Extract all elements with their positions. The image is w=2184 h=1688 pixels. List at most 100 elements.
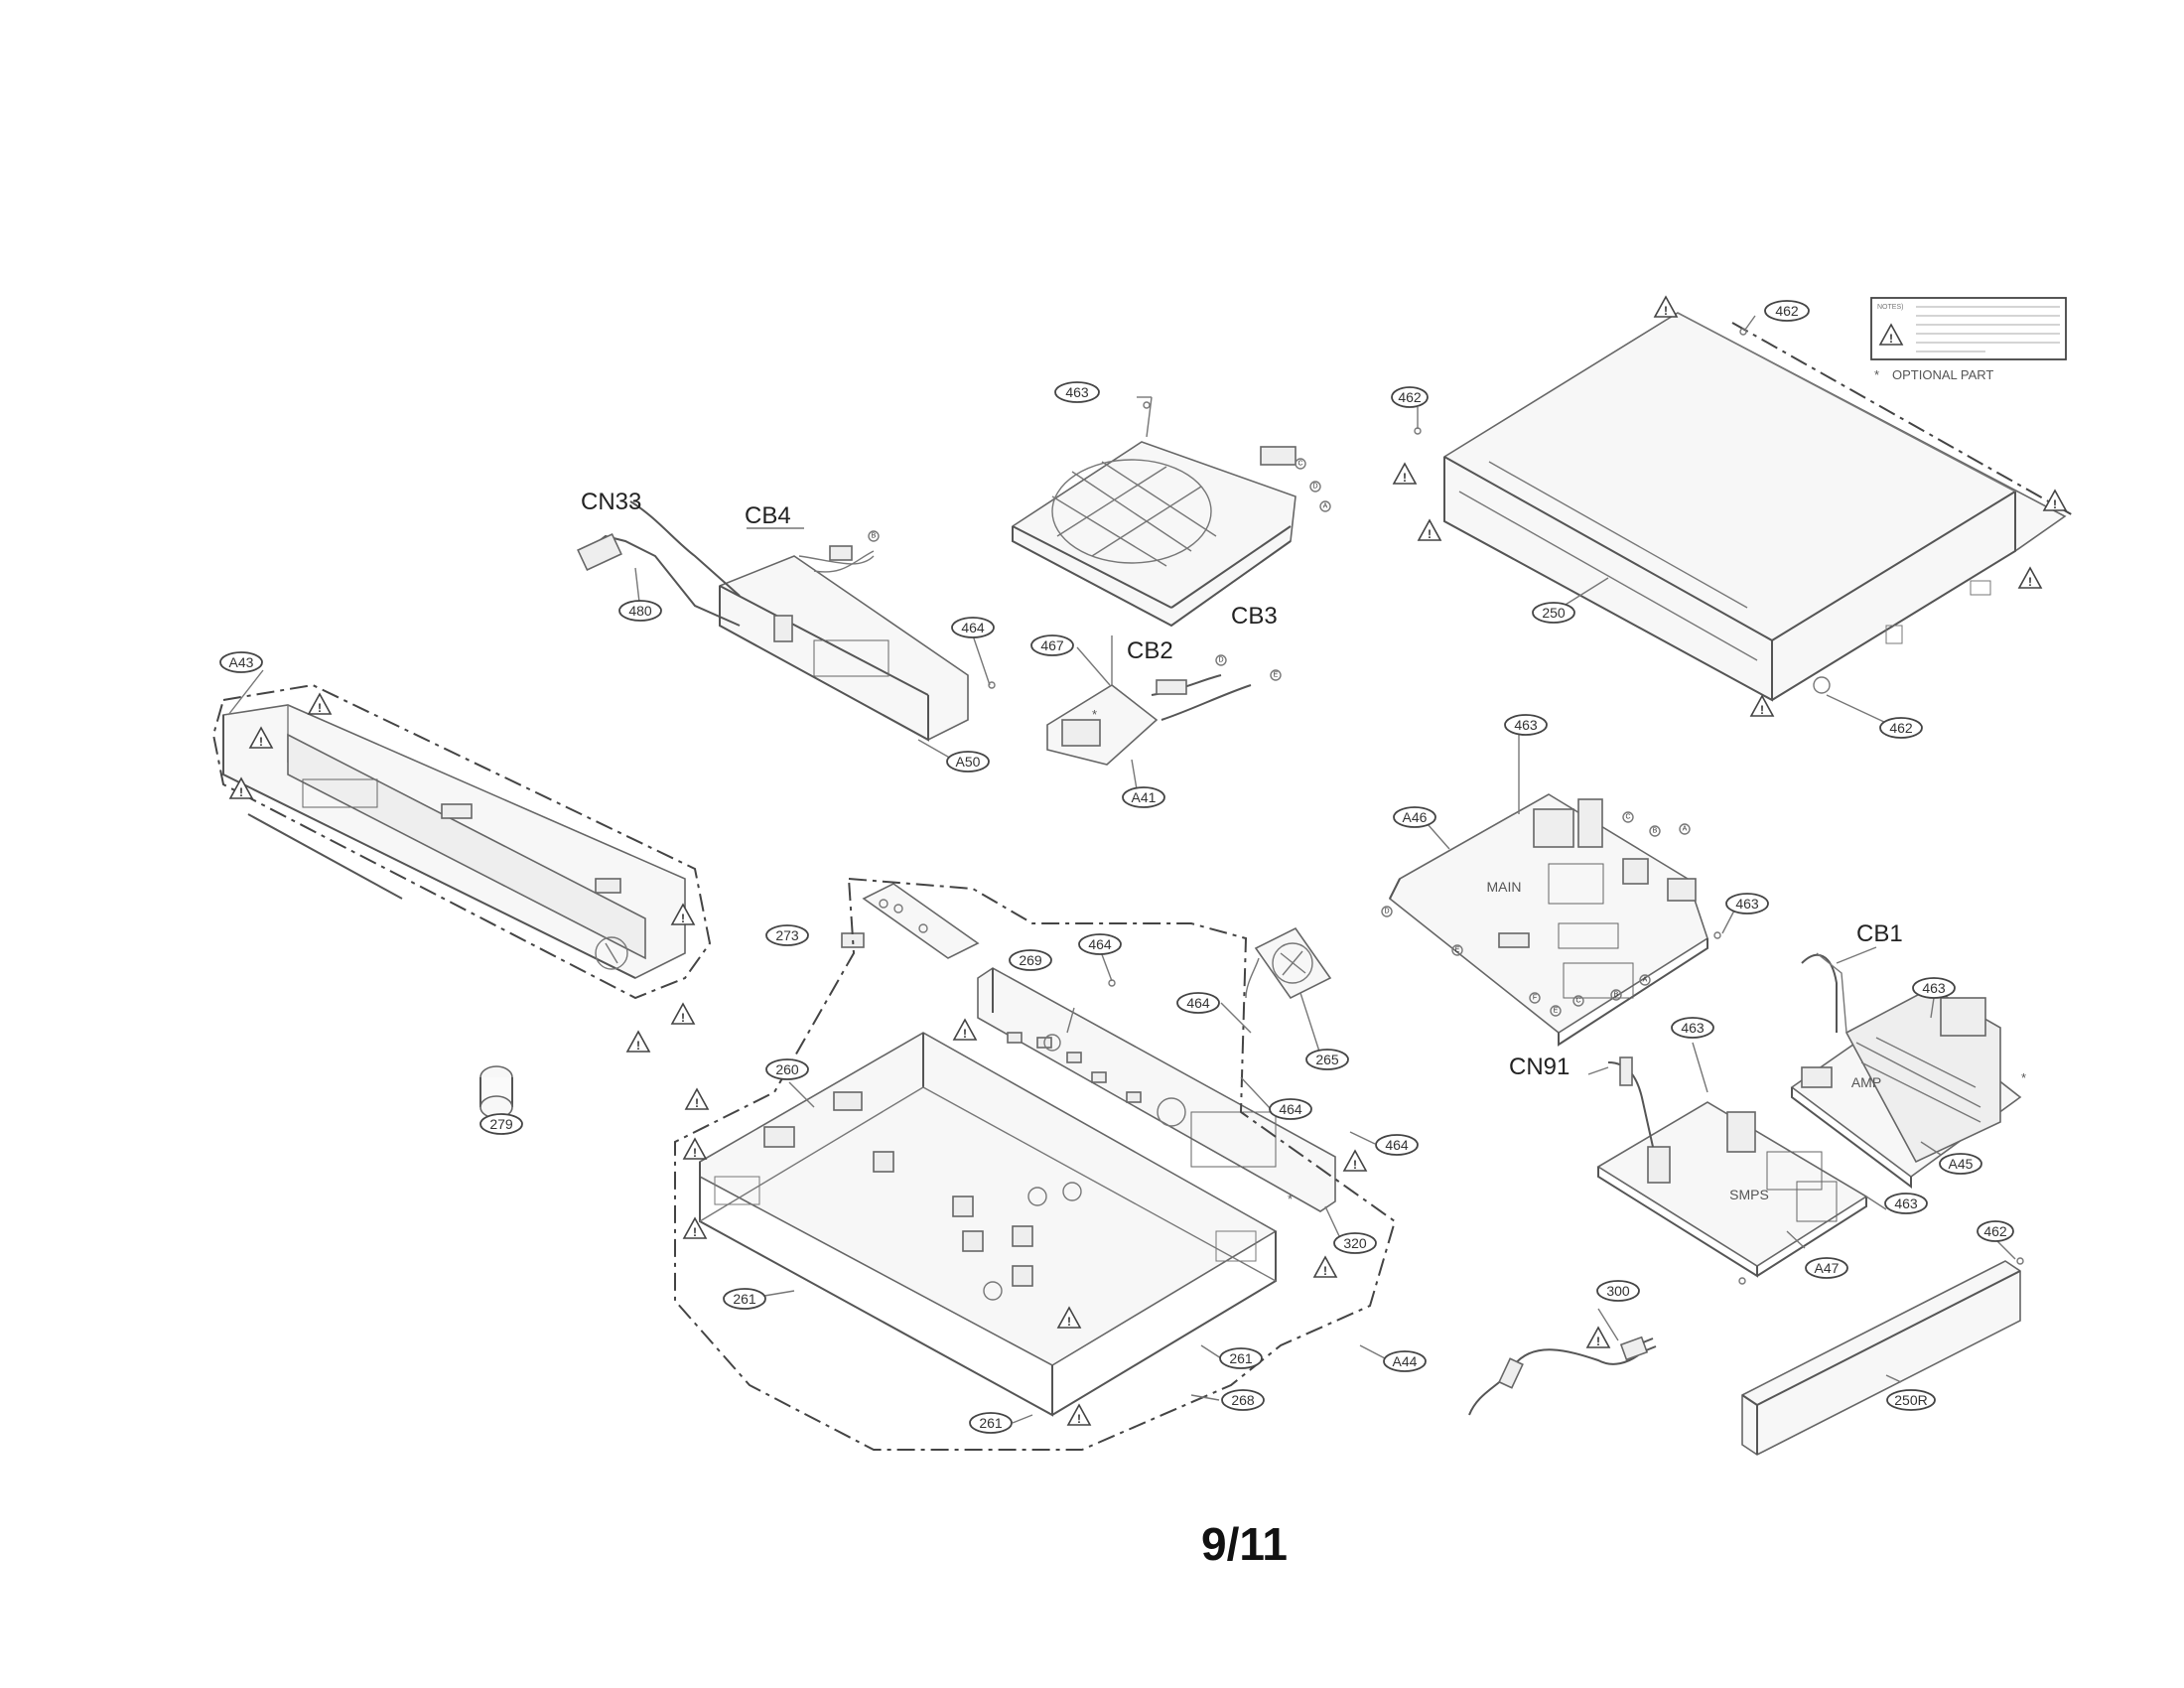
- warning-triangle-icon: [1067, 1404, 1091, 1427]
- svg-text:261: 261: [979, 1415, 1003, 1431]
- svg-text:261: 261: [1229, 1350, 1253, 1366]
- svg-text:464: 464: [1385, 1137, 1409, 1153]
- amp-board-label: AMP: [1851, 1074, 1881, 1090]
- svg-text:462: 462: [1775, 303, 1799, 319]
- svg-text:463: 463: [1922, 980, 1946, 996]
- part-tag: 462: [1977, 1220, 2014, 1242]
- warning-triangle-icon: [2018, 567, 2042, 590]
- label-cb3: CB3: [1231, 603, 1278, 630]
- connector-letter: E: [1554, 1008, 1559, 1015]
- knob-279: [479, 1065, 513, 1119]
- part-tag: 467: [1030, 634, 1074, 656]
- notes-box: NOTES) * OPTIONAL PART: [1870, 297, 2067, 382]
- connector-letter: A: [1683, 826, 1688, 833]
- part-tag: 260: [765, 1058, 809, 1080]
- part-tag: 279: [479, 1113, 523, 1135]
- part-tag: 464: [1176, 992, 1220, 1014]
- svg-text:463: 463: [1065, 384, 1089, 400]
- svg-text:300: 300: [1606, 1283, 1630, 1299]
- smps-board-a47: SMPS: [1596, 1056, 1868, 1278]
- part-tag: 462: [1391, 386, 1429, 408]
- part-tag: A43: [219, 651, 263, 673]
- svg-text:269: 269: [1019, 952, 1042, 968]
- dvd-loader: [1012, 441, 1297, 628]
- svg-text:467: 467: [1040, 637, 1064, 653]
- part-tag: 463: [1884, 1193, 1928, 1214]
- part-tag: A44: [1383, 1350, 1427, 1372]
- part-tag: 462: [1764, 300, 1810, 322]
- bracket-a50: [577, 500, 969, 742]
- optional-part-note: OPTIONAL PART: [1892, 367, 1993, 382]
- part-tag: 463: [1725, 893, 1769, 914]
- svg-text:320: 320: [1343, 1235, 1367, 1251]
- screw: [1739, 328, 1747, 336]
- power-plug-icon: [1619, 1336, 1657, 1361]
- page-number: 9/11: [1201, 1518, 1288, 1570]
- part-tag: 464: [1269, 1098, 1312, 1120]
- rear-panel-250r: [1741, 1260, 2021, 1456]
- part-tag: 261: [723, 1288, 766, 1310]
- connector-letter: B: [1614, 992, 1619, 999]
- svg-text:464: 464: [1088, 936, 1112, 952]
- warning-triangle-icon: [683, 1217, 707, 1240]
- part-tag: 463: [1671, 1017, 1714, 1039]
- warning-triangle-icon: [671, 1003, 695, 1026]
- svg-text:464: 464: [961, 620, 985, 635]
- label-cb1: CB1: [1856, 920, 1903, 947]
- connector-letter: D: [1384, 909, 1389, 915]
- board-a41: [1046, 635, 1252, 766]
- part-tag: 250R: [1886, 1389, 1936, 1411]
- part-tag: 463: [1912, 977, 1956, 999]
- power-cord-300: [1468, 1336, 1657, 1416]
- label-cb4: CB4: [745, 502, 791, 529]
- connector-letter: A: [1323, 503, 1328, 510]
- svg-text:463: 463: [1894, 1196, 1918, 1211]
- amp-board-a45: AMP: [1790, 952, 2022, 1189]
- part-tag: 464: [951, 617, 995, 638]
- part-tag: 268: [1221, 1389, 1265, 1411]
- svg-text:464: 464: [1186, 995, 1210, 1011]
- optional-star: *: [1092, 707, 1097, 722]
- chassis-a44: [699, 1032, 1278, 1417]
- svg-text:463: 463: [1681, 1020, 1705, 1036]
- board-269: [862, 883, 980, 959]
- screw: [1713, 931, 1721, 939]
- svg-text:268: 268: [1231, 1392, 1255, 1408]
- part-tag: A47: [1805, 1257, 1848, 1279]
- connector-letter: E: [1274, 672, 1279, 679]
- svg-text:A43: A43: [229, 654, 254, 670]
- rear-bracket-320: [977, 967, 1336, 1212]
- main-board-label: MAIN: [1487, 879, 1522, 895]
- warning-triangle-icon: [685, 1088, 709, 1111]
- svg-text:261: 261: [733, 1291, 756, 1307]
- part-tag: 269: [1009, 949, 1052, 971]
- warning-triangle-icon: [1654, 296, 1678, 319]
- warning-triangle-icon: [1313, 1256, 1337, 1279]
- svg-text:A46: A46: [1403, 809, 1428, 825]
- screw: [2016, 1257, 2024, 1265]
- warning-triangle-icon: [1343, 1150, 1367, 1173]
- svg-text:250: 250: [1542, 605, 1566, 621]
- svg-text:A45: A45: [1949, 1156, 1974, 1172]
- svg-text:A47: A47: [1815, 1260, 1840, 1276]
- connector-letter: C: [1297, 461, 1302, 468]
- label-cb2: CB2: [1127, 637, 1173, 664]
- part-tag: 250: [1532, 602, 1575, 624]
- part-tags: 463 462 462 480 464 467 250 462 A43 A50 …: [219, 300, 2014, 1434]
- svg-text:279: 279: [489, 1116, 513, 1132]
- svg-text:462: 462: [1889, 720, 1913, 736]
- main-board-a46: MAIN: [1388, 793, 1708, 1047]
- part-tag: 462: [1879, 717, 1923, 739]
- svg-text:463: 463: [1735, 896, 1759, 912]
- warning-triangle-icon: [1586, 1327, 1610, 1349]
- leader-lines: [227, 315, 2016, 1424]
- fan-icon: [1245, 926, 1332, 1000]
- svg-text:462: 462: [1983, 1223, 2007, 1239]
- connector-letter: A: [1643, 977, 1648, 984]
- warning-triangle-icon: [626, 1031, 650, 1054]
- part-tag: 320: [1333, 1232, 1377, 1254]
- connector-letter: B: [872, 533, 877, 540]
- connector-letter: D: [1218, 657, 1223, 664]
- svg-text:250R: 250R: [1894, 1392, 1927, 1408]
- notes-title: NOTES): [1877, 304, 1903, 311]
